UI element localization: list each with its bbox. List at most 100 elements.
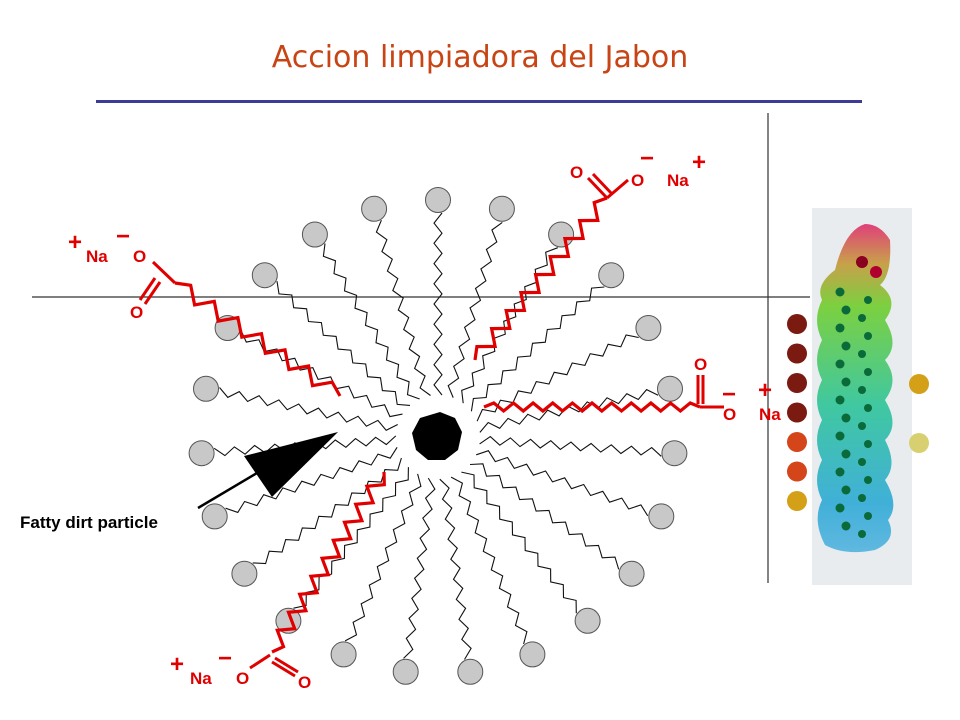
sodium-label: Na [86,247,108,266]
micelle-tail [479,435,662,457]
sodium-label: Na [759,405,781,424]
micelle-head [330,641,357,668]
carbonyl-bond-left-a [138,277,157,301]
oxygen-label: O [723,405,736,424]
micelle-head [618,560,645,587]
micelle-tail [450,476,528,645]
micelle-tail [344,473,422,642]
molecule-atom [858,422,866,430]
molecule-atom [835,395,845,405]
oxygen-label: O [631,171,644,190]
micelle-head [301,221,328,248]
title-underline [96,100,862,103]
micelle-head [188,440,215,467]
molecule-atom [858,314,866,322]
sodium-label: Na [667,171,689,190]
micelle-tail [470,286,605,412]
micelle-head [598,262,625,289]
carbonyl-bond-bottom-b [271,660,296,678]
plus-sign: + [68,229,82,256]
micelle-tail [476,334,639,422]
micelle-tail [461,247,558,404]
carbonyl-bond-upper-right-b [591,172,614,196]
slide-title: Accion limpiadora del Jabon [271,40,689,75]
molecule-atom [864,332,872,340]
molecule-atom [864,296,872,304]
soap-chain-upper-right [473,196,608,361]
micelle-head [361,195,388,222]
side-dot [787,432,807,452]
soap-chain-right [483,400,701,414]
micelle-head [519,641,546,668]
side-dot [909,433,929,453]
molecule-atoms [835,287,872,538]
molecule-atom [841,521,851,531]
molecule-atom [841,305,851,315]
micelle [188,187,688,685]
molecule-model-panel [812,208,912,585]
side-dot [787,373,807,393]
micelle-tail [375,219,431,396]
micelle-head [251,262,278,289]
micelle-head [635,315,662,341]
molecule-atom [841,377,851,387]
micelle-tail [403,477,436,659]
micelle-head [457,658,484,685]
molecule-atom [835,287,845,297]
micelle-tail [433,212,443,396]
micelle-head [657,375,683,402]
side-dot [787,461,807,482]
side-dot [787,402,807,423]
carboxyl-bond-bottom [249,653,271,670]
micelle-tail [447,221,503,398]
micelle-head [574,607,601,634]
molecule-atom [841,485,851,495]
minus-sign: − [116,223,130,250]
molecule-atom [864,512,872,520]
molecule-atom [864,404,872,412]
molecule-atom [864,440,872,448]
molecule-atom [841,341,851,351]
plus-sign: + [758,377,772,404]
micelle-tail [276,281,411,406]
micelle-tail [476,450,649,517]
micelle-head [661,440,688,467]
molecule-atom [841,449,851,459]
molecule-atom [864,476,872,484]
plus-sign: + [170,651,184,678]
dirt-arrow [197,432,338,510]
side-dot [787,491,807,511]
side-dot [787,343,807,364]
minus-sign: − [218,645,232,672]
molecule-atom [835,323,845,333]
molecule-atom [835,503,845,513]
soap-chain-left [174,281,342,397]
oxygen-label: O [130,303,143,322]
micelle-head [425,187,451,213]
micelle-tail [219,387,398,431]
micelle-tail [439,478,472,660]
sodium-label: Na [190,669,212,688]
molecule-atom [841,413,851,423]
colored-dot-columns [787,314,929,511]
side-dot [909,374,929,394]
molecule-atom [858,530,866,538]
micelle-head [193,375,219,402]
micelle-tail [293,467,409,609]
micelle-head [201,503,228,530]
molecule-atom [835,431,845,441]
molecule-atom [835,359,845,369]
fatty-dirt-core [412,412,462,460]
micelle-tail [479,388,659,433]
micelle-tail [225,447,398,514]
oxygen-label: O [570,163,583,182]
molecule-atom [858,458,866,466]
molecule-atom [858,350,866,358]
micelle-tail [469,463,620,570]
soap-chain-bottom [271,471,386,654]
oxygen-label: O [694,355,707,374]
oxygen-label: O [133,247,146,266]
carbonyl-bond-bottom-a [274,656,299,674]
